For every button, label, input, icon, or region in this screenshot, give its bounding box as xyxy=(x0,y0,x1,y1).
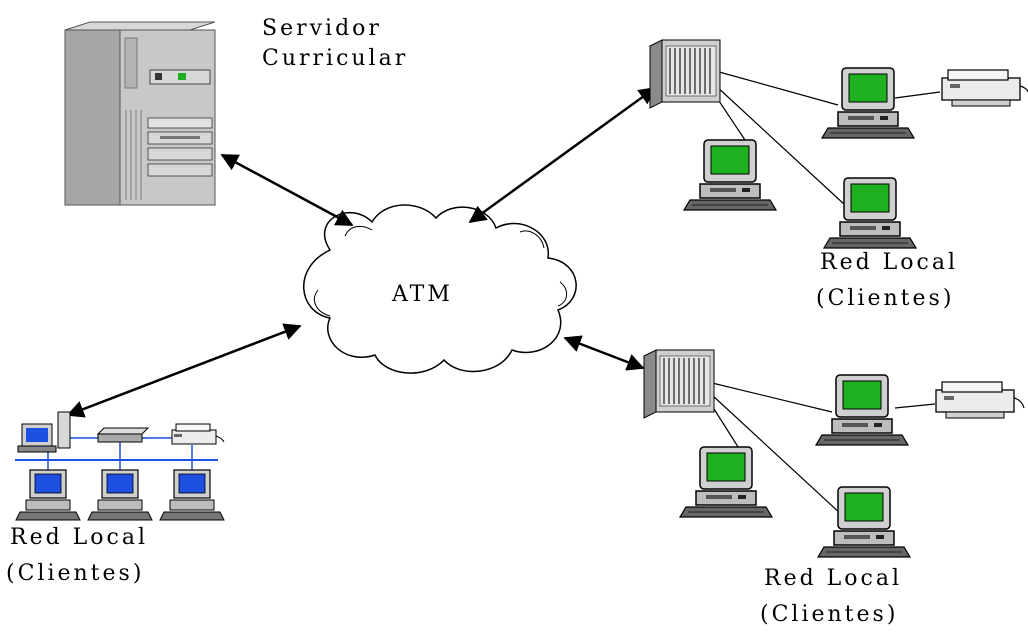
computer-icon xyxy=(679,446,773,518)
link-atm-lan-bottom xyxy=(563,335,645,371)
lan-top-label-line1: Red Local xyxy=(820,250,958,275)
link-atm-lan-left xyxy=(66,323,302,418)
computer-icon xyxy=(87,469,153,521)
atm-label: ATM xyxy=(392,282,453,307)
lan-left-group xyxy=(15,411,225,521)
hub-icon xyxy=(96,427,150,443)
computer-icon xyxy=(815,374,909,446)
computer-icon xyxy=(823,177,917,249)
link-atm-lan-top xyxy=(468,86,657,224)
computer-icon xyxy=(15,469,81,521)
printer-icon xyxy=(935,381,1025,419)
network-rack-icon xyxy=(643,349,715,419)
computer-icon xyxy=(821,67,915,139)
computer-icon xyxy=(817,486,911,558)
lan-bottom-label-line2: (Clientes) xyxy=(760,602,899,627)
printer-icon xyxy=(171,423,225,445)
computer-icon xyxy=(159,469,225,521)
lan-top-group xyxy=(649,39,1028,249)
lan-left-label-line1: Red Local xyxy=(10,525,148,550)
computer-icon xyxy=(17,411,71,453)
atm-cloud-icon xyxy=(303,204,577,374)
network-rack-icon xyxy=(649,39,721,109)
link-server-atm xyxy=(220,153,354,227)
server-label-line2: Curricular xyxy=(262,46,409,71)
lan-top-label-line2: (Clientes) xyxy=(816,286,955,311)
lan-bottom-group xyxy=(643,349,1025,558)
lan-left-label-line2: (Clientes) xyxy=(6,561,145,586)
server-label-line1: Servidor xyxy=(262,16,382,41)
server-icon xyxy=(64,21,216,206)
lan-bottom-label-line1: Red Local xyxy=(764,566,902,591)
computer-icon xyxy=(683,139,777,211)
printer-icon xyxy=(941,69,1028,107)
